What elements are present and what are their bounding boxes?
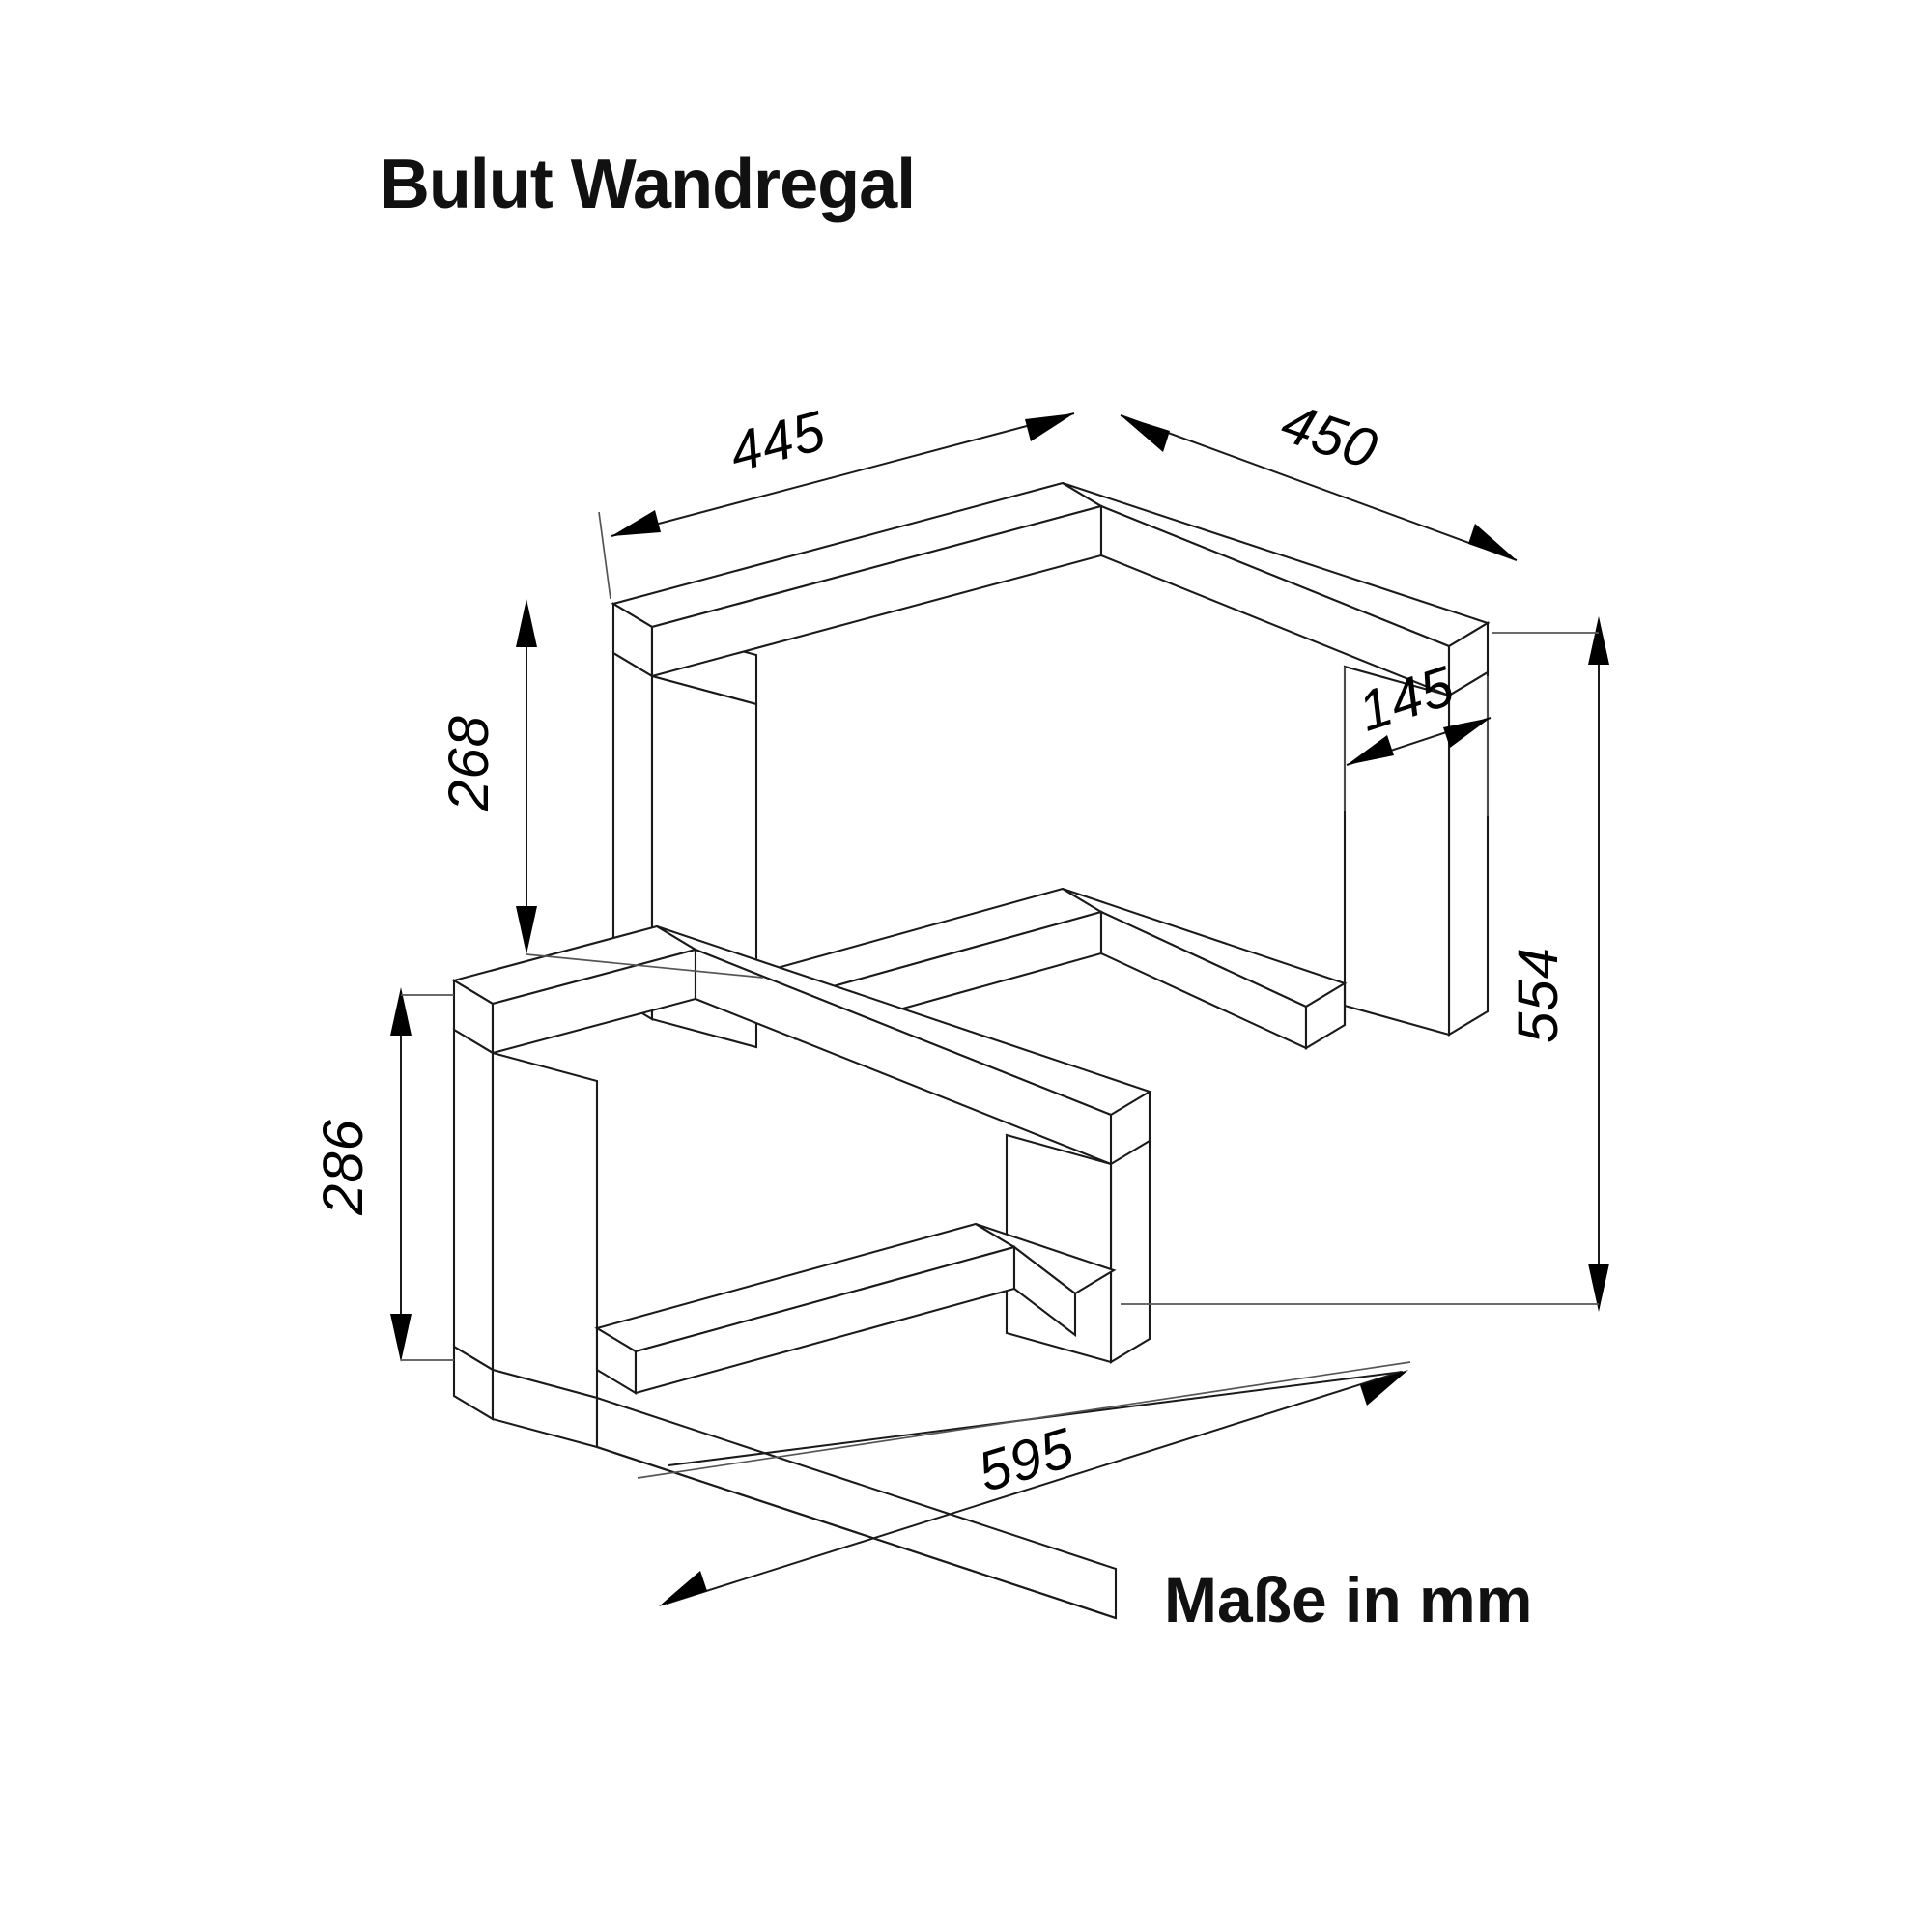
dim-268-arrow-bottom bbox=[516, 906, 537, 954]
dim-268-ext-bottom bbox=[526, 953, 764, 979]
dim-554-arrow-top bbox=[1588, 616, 1609, 665]
dim-595-label: 595 bbox=[971, 1416, 1081, 1504]
dim-445-arrow-right bbox=[1025, 413, 1074, 441]
dim-595-arrow-right bbox=[1360, 1370, 1408, 1406]
units-note: Maße in mm bbox=[1164, 1564, 1533, 1635]
page-title: Bulut Wandregal bbox=[379, 146, 916, 223]
dimension-268: 268 bbox=[438, 599, 764, 979]
dim-286-arrow-bottom bbox=[390, 1314, 412, 1362]
dim-595-ext-line bbox=[637, 1361, 1411, 1479]
upper-shelf-unit bbox=[611, 481, 1491, 1050]
dim-145-arrow-right bbox=[1443, 718, 1491, 748]
lower-left-side-panel-front bbox=[491, 1051, 599, 1400]
dim-268-label: 268 bbox=[438, 715, 500, 812]
dim-450-line bbox=[1120, 414, 1518, 561]
lower-right-side-panel-front bbox=[1109, 1139, 1151, 1364]
dim-445-line bbox=[611, 412, 1075, 537]
dim-445-arrow-left bbox=[611, 510, 661, 536]
dimension-554: 554 bbox=[1121, 616, 1609, 1312]
lower-bottom-board-right-front-strip bbox=[1012, 1244, 1077, 1338]
lower-base-bottom-line bbox=[596, 1446, 1117, 1619]
lower-shelf-unit bbox=[451, 924, 1152, 1620]
dim-286-label: 286 bbox=[312, 1119, 375, 1216]
dim-450-label: 450 bbox=[1274, 391, 1386, 482]
dim-445-ext-start bbox=[598, 511, 611, 600]
dim-554-arrow-bottom bbox=[1588, 1264, 1609, 1312]
dim-450-arrow-right bbox=[1468, 524, 1517, 560]
dim-450-arrow-left bbox=[1121, 415, 1170, 452]
dim-286-arrow-top bbox=[390, 987, 412, 1036]
dim-145-arrow-left bbox=[1347, 735, 1394, 765]
lower-left-side-panel bbox=[452, 1028, 495, 1372]
dimension-286: 286 bbox=[312, 987, 454, 1362]
dim-595-arrow-left bbox=[659, 1571, 707, 1606]
dim-595-arrow-line bbox=[666, 1371, 1402, 1605]
dim-445-label: 445 bbox=[723, 399, 832, 485]
dim-268-arrow-top bbox=[516, 599, 537, 647]
dim-554-label: 554 bbox=[1507, 947, 1570, 1043]
